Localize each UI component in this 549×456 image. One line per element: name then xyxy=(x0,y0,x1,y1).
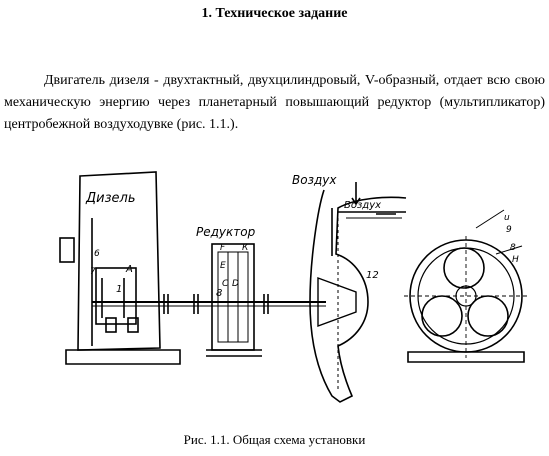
label-n: Н xyxy=(512,255,519,265)
label-c: С xyxy=(222,279,229,289)
label-diesel: Дизель xyxy=(85,191,136,206)
label-8: 8 xyxy=(216,288,222,299)
section-heading: 1. Техническое задание xyxy=(201,6,348,21)
label-7: 7 xyxy=(90,267,96,277)
piston-left xyxy=(105,317,117,333)
label-8-side: 8 xyxy=(510,243,516,253)
label-air-side: Воздух xyxy=(344,200,381,211)
blower-volute xyxy=(309,189,407,403)
label-6: 6 xyxy=(94,249,100,259)
planet-gear-left xyxy=(421,295,463,337)
gauge-box xyxy=(59,237,75,263)
installation-diagram: Дизель Редуктор Воздух Воздух А F К E С … xyxy=(59,171,528,403)
diesel-base xyxy=(65,349,181,365)
side-base xyxy=(407,351,525,363)
label-u: u xyxy=(504,213,510,223)
label-air-top: Воздух xyxy=(292,173,337,187)
label-reducer: Редуктор xyxy=(196,225,256,239)
label-d: D xyxy=(232,279,239,289)
piston-right xyxy=(127,317,139,333)
planet-gear-top xyxy=(443,247,485,289)
blower-impeller xyxy=(317,276,357,328)
label-f: F xyxy=(220,243,226,253)
label-a: А xyxy=(125,264,133,275)
figure-caption: Рис. 1.1. Общая схема установки xyxy=(183,432,366,447)
label-12: 12 xyxy=(366,270,379,281)
task-paragraph: Двигатель дизеля - двухтактный, двухцили… xyxy=(4,73,545,132)
label-e: E xyxy=(220,261,226,271)
label-k: К xyxy=(242,243,249,253)
label-9: 9 xyxy=(506,225,512,235)
diesel-housing xyxy=(77,171,161,351)
label-1: 1 xyxy=(116,284,122,295)
